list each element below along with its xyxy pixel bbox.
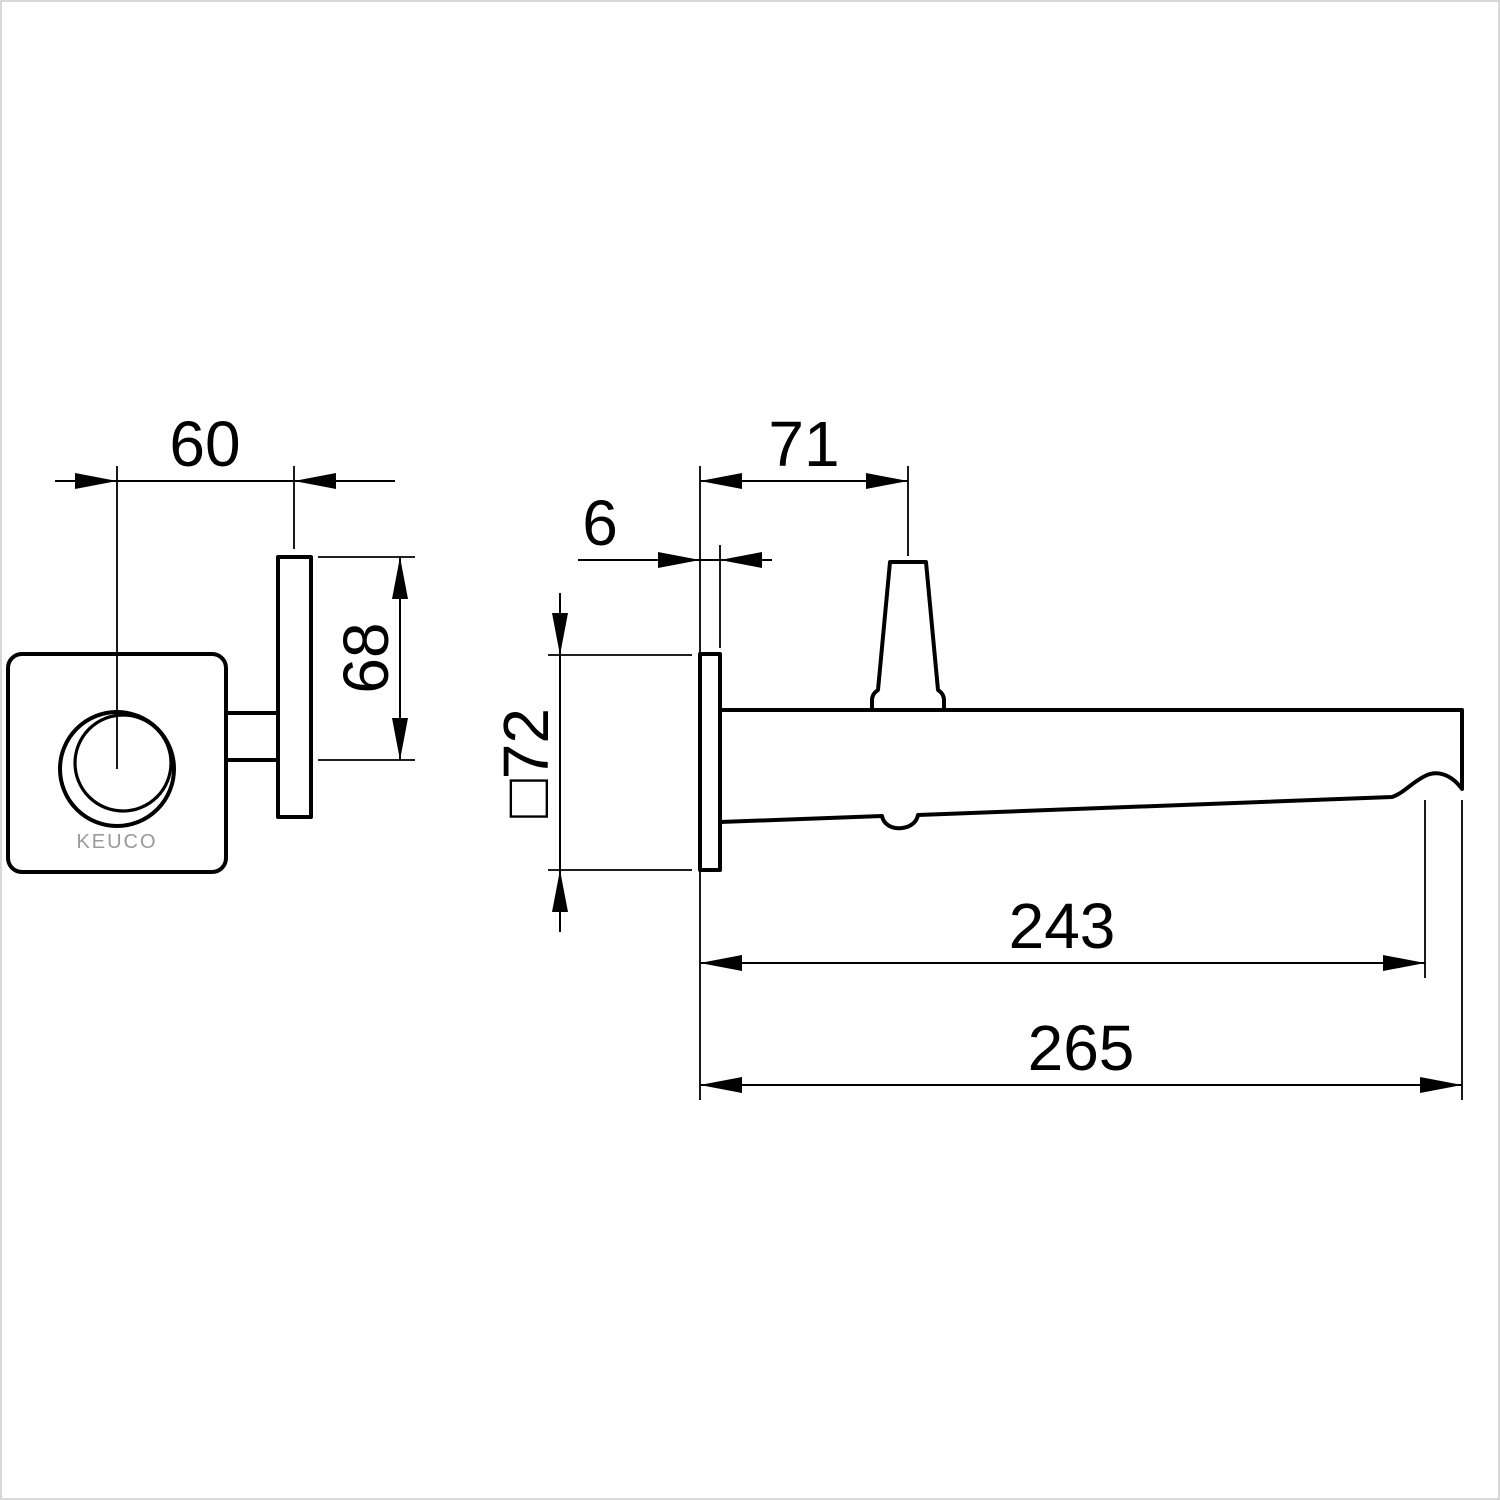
dimension-label-265: 265: [1028, 1012, 1135, 1084]
arrowhead-68-top: [392, 557, 408, 599]
arrowhead-68-bottom: [392, 718, 408, 760]
front-handle-knob-inner: [73, 713, 173, 813]
dimension-6: 6: [578, 487, 772, 648]
dimension-label-243: 243: [1009, 890, 1116, 962]
dimension-label-6: 6: [582, 487, 618, 559]
arrowhead-6-right: [720, 552, 762, 568]
arrowhead-243-right: [1383, 955, 1425, 971]
side-spout-body: [718, 708, 1464, 831]
dimension-60: 60: [55, 408, 395, 769]
brand-label: KEUCO: [76, 831, 157, 853]
front-view: KEUCO: [6, 555, 313, 874]
dimension-68: 68: [318, 556, 415, 761]
dimension-label-72: □72: [490, 708, 562, 818]
dimension-72: □72: [490, 593, 692, 932]
dimension-265: 265: [700, 800, 1463, 1100]
dimension-label-71: 71: [768, 408, 839, 480]
arrowhead-60-right: [294, 473, 336, 489]
dimension-243: 243: [700, 800, 1426, 978]
arrowhead-72-top: [552, 613, 568, 655]
dimension-71: 71: [699, 408, 909, 1100]
dimension-label-68: 68: [330, 622, 402, 693]
dimension-label-60: 60: [169, 408, 240, 480]
arrowhead-265-left: [700, 1077, 742, 1093]
arrowhead-243-left: [700, 955, 742, 971]
side-lever-handle: [870, 560, 946, 712]
arrowhead-72-bottom: [552, 870, 568, 912]
arrowhead-6-left: [658, 552, 700, 568]
arrowhead-71-left: [700, 473, 742, 489]
front-lever-connector: [224, 711, 280, 762]
side-view: [698, 560, 1464, 872]
front-lever-blade: [276, 555, 313, 819]
arrowhead-60-left: [75, 473, 117, 489]
arrowhead-71-right: [866, 473, 908, 489]
arrowhead-265-right: [1420, 1077, 1462, 1093]
side-wall-plate: [698, 652, 722, 872]
